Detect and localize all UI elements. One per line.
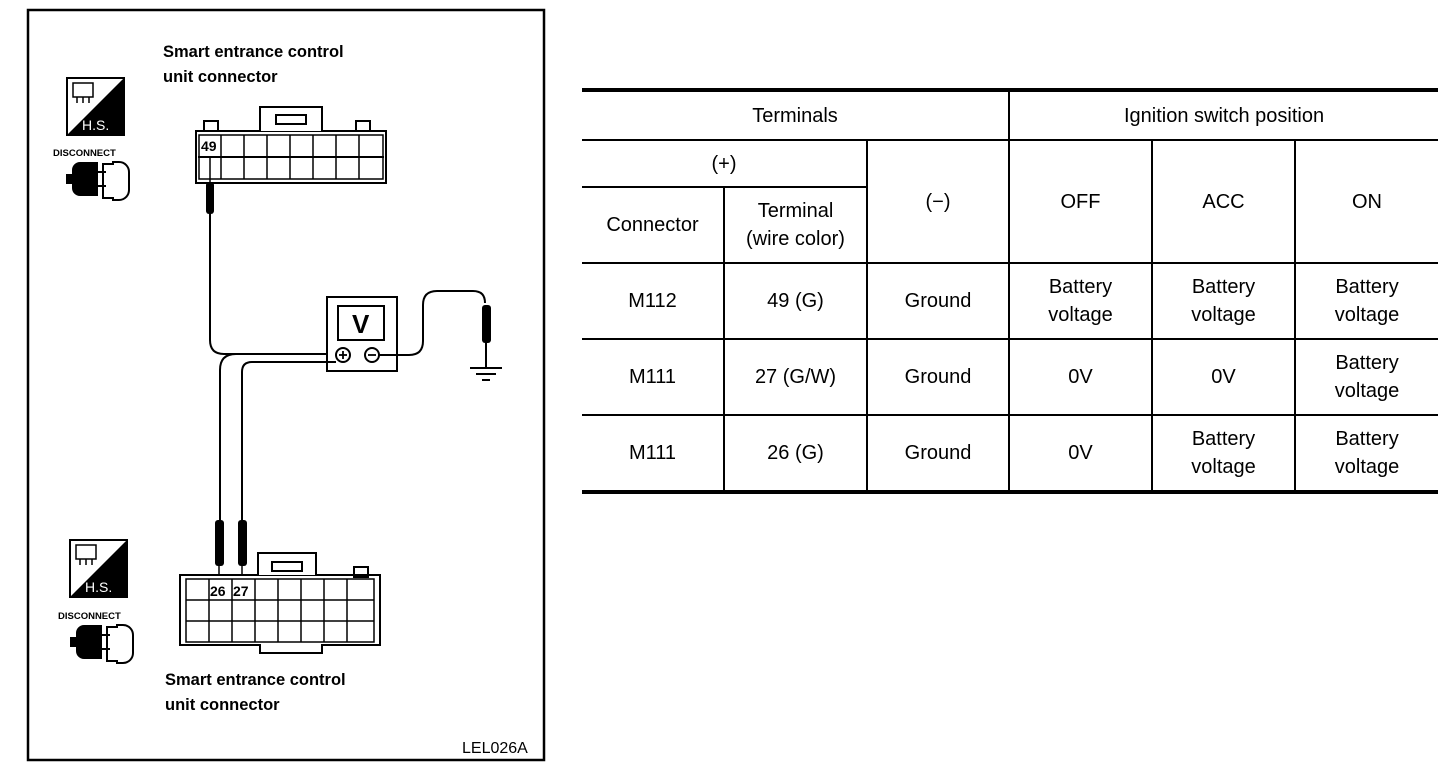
bottom-connector-label-line2: unit connector (165, 696, 280, 714)
ground-cell: Ground (866, 414, 1010, 493)
disconnect-icon (66, 161, 130, 201)
svg-text:H.S.: H.S. (82, 117, 109, 133)
table-header-row: Terminals Ignition switch position (582, 89, 1439, 141)
off-value-cell: 0V (1008, 414, 1153, 493)
figure-code: LEL026A (462, 740, 528, 757)
terminals-header: Terminals (582, 89, 1010, 141)
disconnect-label: DISCONNECT (53, 148, 116, 159)
off-value-cell: 0V (1008, 338, 1153, 416)
ground-cell: Ground (866, 262, 1010, 340)
connector-cell: M111 (582, 414, 725, 493)
pin-49-label: 49 (201, 138, 217, 154)
voltmeter: V (326, 296, 398, 372)
ground-cell: Ground (866, 338, 1010, 416)
bottom-connector (179, 552, 381, 654)
terminal-header: Terminal (wire color) (723, 186, 867, 264)
top-connector-label-line2: unit connector (163, 68, 278, 86)
harness-side-icon: H.S. (69, 539, 128, 598)
table-header-row: (+) (−) OFF ACC ON (582, 139, 1439, 264)
position-off-header: OFF (1008, 139, 1153, 264)
terminal-cell: 49 (G) (723, 262, 868, 340)
terminal-voltage-table: Terminals Ignition switch position (+) (… (582, 88, 1439, 494)
ground-lead (379, 290, 491, 368)
diagram-frame (26, 8, 546, 762)
table-header-row: Connector Terminal (wire color) (582, 186, 1438, 264)
top-connector-label-line1: Smart entrance control (163, 43, 344, 61)
svg-text:H.S.: H.S. (85, 579, 112, 595)
pin-27-label: 27 (233, 583, 249, 599)
position-acc-header: ACC (1151, 139, 1296, 264)
pin-26-label: 26 (210, 583, 226, 599)
connector-cell: M112 (582, 262, 725, 340)
probe-pin-49 (206, 157, 328, 355)
terminal-cell: 26 (G) (723, 414, 868, 493)
disconnect-icon (70, 624, 134, 664)
position-on-header: ON (1293, 139, 1439, 264)
ignition-switch-header: Ignition switch position (1007, 89, 1439, 141)
voltmeter-label: V (352, 309, 370, 339)
disconnect-label: DISCONNECT (58, 611, 121, 622)
acc-value-cell: 0V (1151, 338, 1296, 416)
top-connector (195, 106, 387, 184)
harness-side-icon: H.S. (66, 77, 125, 136)
ground-icon (470, 367, 502, 381)
bottom-connector-label-line1: Smart entrance control (165, 671, 346, 689)
minus-header: (−) (866, 139, 1010, 264)
terminal-cell: 27 (G/W) (723, 338, 868, 416)
plus-header: (+) (582, 139, 868, 188)
connector-header: Connector (582, 186, 725, 264)
probe-leads-bottom (215, 353, 336, 582)
wiring-diagram: Smart entrance control unit connector H.… (26, 8, 546, 762)
connector-cell: M111 (582, 338, 725, 416)
